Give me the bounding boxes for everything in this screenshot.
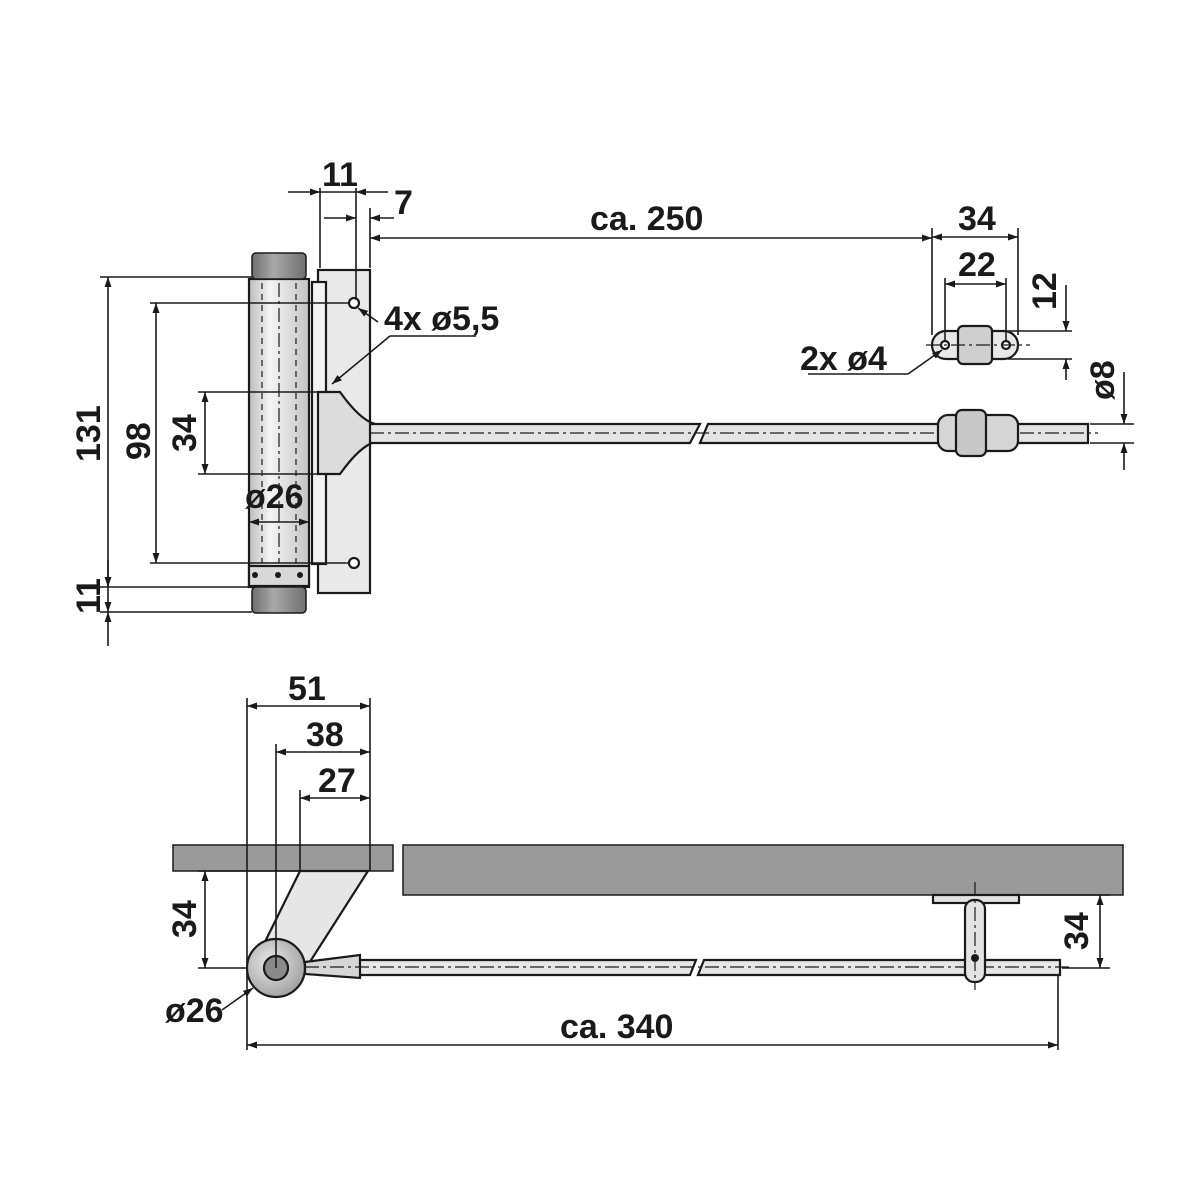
arm-left-segment	[368, 422, 702, 445]
dim-d8: ø8	[1084, 360, 1122, 400]
plate-hole	[347, 296, 361, 310]
top-cap	[251, 252, 307, 280]
dim-38: 38	[306, 716, 344, 754]
dim-98: 98	[120, 422, 158, 460]
dim-7: 7	[394, 184, 413, 222]
dim-27: 27	[318, 762, 356, 800]
dim-34-top: 34	[958, 200, 996, 238]
holes-4x-label: 4x ø5,5	[384, 300, 499, 338]
holes-2x-label: 2x ø4	[800, 340, 887, 378]
dim-11-top: 11	[322, 156, 358, 194]
dim-340: ca. 340	[560, 1008, 673, 1046]
dim-131: 131	[70, 405, 108, 462]
dim-34-left: 34	[166, 414, 204, 452]
plate-hole	[347, 556, 361, 570]
dim-34-bottom-right: 34	[1058, 912, 1096, 950]
dim-11-left: 11	[70, 578, 108, 614]
door-frame	[172, 844, 394, 872]
side-view: 51 38 27 34 34 ø26 ca. 340	[165, 670, 1124, 1050]
dim-250: ca. 250	[590, 200, 703, 238]
door-leaf	[402, 844, 1124, 896]
dim-22: 22	[958, 246, 996, 284]
top-view: 11 7 ca. 250 34 22 12 ø8	[70, 156, 1134, 646]
dim-34-bottom-left: 34	[166, 900, 204, 938]
dim-d26-top: ø26	[245, 478, 304, 516]
dim-51: 51	[288, 670, 326, 708]
bottom-cap	[251, 586, 307, 614]
dim-12: 12	[1026, 272, 1064, 310]
dim-d26-bottom: ø26	[165, 992, 224, 1030]
